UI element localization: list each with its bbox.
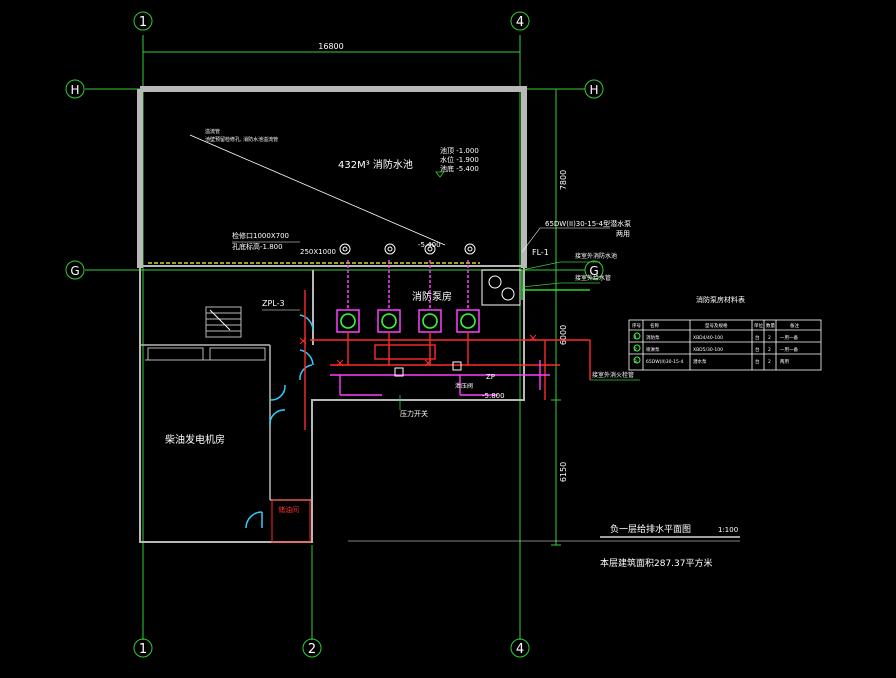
svg-text:2: 2 [768, 347, 771, 353]
pressure-switch: 压力开关 [400, 409, 428, 418]
svg-text:备注: 备注 [790, 322, 799, 329]
pool-room-label: 432M³ 消防水池 [338, 158, 413, 171]
pump-room-label: 消防泵房 [412, 290, 452, 303]
door-swings [245, 314, 314, 529]
legend-symbols [633, 332, 641, 364]
level-bottom: 池底 -5.400 [440, 164, 479, 173]
svg-text:潜水泵: 潜水泵 [693, 358, 707, 365]
pump-model: 65DW(II)30-15-4型潜水泵 [545, 219, 631, 228]
legend-title: 消防泵房材料表 [696, 295, 745, 304]
pump-4 [460, 313, 476, 329]
overflow-note: 池壁预留检修孔, 消防水池溢流管 [205, 136, 278, 143]
pump-note: 两用 [616, 230, 630, 238]
svg-text:3: 3 [634, 359, 637, 365]
svg-text:G: G [589, 264, 598, 278]
svg-text:序号: 序号 [632, 322, 641, 329]
to-outdoor-supply: 接室外给水管 [575, 274, 611, 282]
gauges [394, 361, 462, 377]
area-note: 本层建筑面积287.37平方米 [600, 557, 713, 569]
dim-right-upper: 7800 [559, 170, 568, 190]
pressure-relief: 泄压阀 [455, 382, 473, 390]
svg-text:G: G [70, 264, 79, 278]
legend-table [628, 319, 822, 371]
zp-label: ZP [486, 373, 495, 381]
axis-grid [85, 35, 585, 640]
svg-text:65DW(II)30-15-4: 65DW(II)30-15-4 [646, 359, 684, 365]
drawing-title-block: 负一层给排水平面图 1:100 本层建筑面积287.37平方米 [348, 523, 740, 569]
svg-text:型号及规格: 型号及规格 [705, 322, 728, 329]
axis-bubble-bottom-2: 2 [302, 638, 322, 658]
suction-fittings [339, 243, 476, 255]
opening-level: 孔底标高-1.800 [232, 242, 283, 251]
pump-2 [381, 313, 397, 329]
svg-text:2: 2 [308, 642, 316, 657]
pump-units [340, 313, 476, 329]
zpl-label: ZPL-3 [262, 299, 285, 308]
axis-bubble-bottom-1: 1 [133, 638, 153, 658]
sump-pit [481, 269, 521, 306]
svg-text:数量: 数量 [766, 322, 775, 329]
drawing-title: 负一层给排水平面图 [610, 523, 691, 535]
oil-room-box [271, 499, 311, 543]
valve-markers [299, 334, 537, 367]
level-top: 池顶 -1.000 [440, 146, 479, 155]
oil-room-label: 储油间 [278, 505, 299, 514]
svg-text:台: 台 [755, 358, 760, 365]
dim-top-total: 16800 [318, 42, 343, 51]
pump-1 [340, 313, 356, 329]
axis-bubble-bottom-4: 4 [510, 638, 530, 658]
level-pump: -5.400 [418, 241, 441, 249]
level-floor: -5.800 [482, 392, 505, 400]
svg-text:一用一备: 一用一备 [780, 334, 798, 341]
svg-text:喷淋泵: 喷淋泵 [646, 346, 660, 353]
svg-text:4: 4 [516, 15, 524, 30]
fire-pipe-network [304, 290, 591, 430]
svg-text:1: 1 [634, 335, 637, 341]
svg-text:H: H [70, 83, 79, 97]
drain-pipe [482, 269, 590, 300]
axis-bubble-right-g: G [584, 260, 604, 280]
svg-text:两用: 两用 [780, 359, 789, 365]
pool-annotations: 溢流管 池壁预留检修孔, 消防水池溢流管 432M³ 消防水池 池顶 -1.00… [189, 128, 631, 257]
spray-pipe-network [330, 360, 550, 396]
legend-cells: 序号 名称 型号及规格 单位 数量 备注 1 消防泵 XBD4/40-100 台… [632, 322, 799, 365]
to-outdoor-pool: 接室外消防水池 [575, 252, 617, 260]
right-leaders [521, 261, 640, 381]
svg-text:2: 2 [768, 359, 771, 365]
pipe-dn: 250X1000 [300, 248, 336, 256]
svg-text:一用一备: 一用一备 [780, 346, 798, 353]
dim-right-lower: 6150 [559, 462, 568, 482]
svg-text:1: 1 [139, 642, 147, 657]
generator-room-label: 柴油发电机房 [165, 433, 225, 446]
svg-text:单位: 单位 [754, 322, 763, 329]
svg-text:台: 台 [755, 334, 760, 341]
svg-text:XBD4/40-100: XBD4/40-100 [693, 335, 723, 341]
svg-text:名称: 名称 [650, 322, 659, 329]
svg-text:2: 2 [634, 347, 637, 353]
axis-bubble-left-h: H [65, 79, 85, 99]
axis-bubble-top-4: 4 [510, 11, 530, 31]
pump-3 [422, 313, 438, 329]
dim-right-middle: 6000 [559, 325, 568, 345]
building-walls [137, 86, 527, 543]
svg-text:4: 4 [516, 642, 524, 657]
pump-risers [336, 260, 480, 333]
axis-bubble-right-h: H [584, 79, 604, 99]
opening-size: 检修口1000X700 [232, 231, 289, 240]
overflow-header: 溢流管 [205, 128, 220, 135]
fl-label: FL-1 [532, 248, 549, 257]
axis-bubble-left-g: G [65, 260, 85, 280]
svg-text:H: H [589, 83, 598, 97]
drawing-scale: 1:100 [718, 526, 738, 534]
svg-text:台: 台 [755, 346, 760, 353]
level-water: 水位 -1.900 [440, 155, 479, 164]
axis-bubble-top-1: 1 [133, 11, 153, 31]
svg-text:消防泵: 消防泵 [646, 334, 660, 341]
svg-text:1: 1 [139, 15, 147, 30]
svg-text:XBD5/30-100: XBD5/30-100 [693, 347, 723, 353]
to-outdoor-drain: 接室外消火栓管 [592, 371, 634, 379]
svg-text:2: 2 [768, 335, 771, 341]
